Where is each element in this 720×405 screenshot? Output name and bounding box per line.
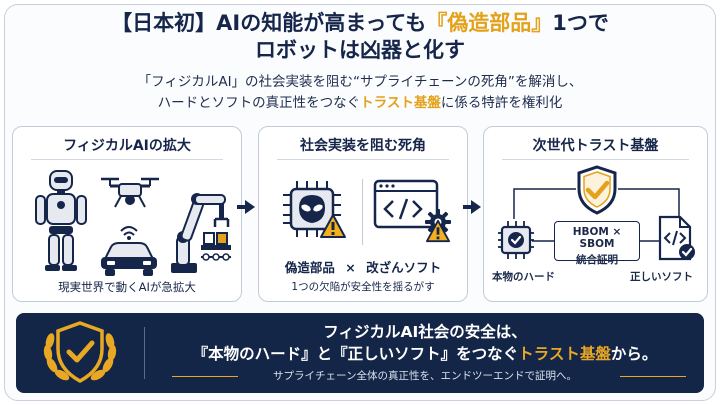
banner-accent-line-right [620,376,686,377]
panel-blind-spot: 社会実装を阻む死角 [258,126,468,302]
shield-check-icon [577,165,617,215]
subtitle-line-2-suffix: に係る特許を権利化 [440,95,563,111]
panel-divider [31,159,223,160]
panel-divider [502,159,689,160]
panel-trust-infra: 次世代トラスト基盤 HBOM × SBOM 統合証明 [483,126,708,302]
banner-line-2: 『本物のハード』と『正しいソフト』をつなぐトラスト基盤から。 [156,342,694,364]
connector-lines-lower [532,240,660,242]
robot-icon [35,170,87,271]
warning-icon [426,219,450,243]
panel-title-blind-spot: 社会実装を阻む死角 [300,138,426,154]
page-title: 【日本初】AIの知能が高まっても『偽造部品』1つで ロボットは凶器と化す [0,10,720,64]
code-window-icon [373,179,439,229]
drone-icon [101,177,159,208]
title-line-1-suffix: 1つで [552,11,609,35]
label-tampered-software: 改ざんソフト [366,260,442,275]
conclusion-banner: フィジカルAI社会の安全は、 『本物のハード』と『正しいソフト』をつなぐトラスト… [16,313,704,393]
label-counterfeit-parts: 偽造部品 [284,260,335,275]
chip-alien-icon [283,181,341,237]
banner-highlight: トラスト基盤 [518,345,611,363]
chip-check-icon [498,221,534,259]
code-file-check-icon [658,215,695,261]
panel-divider [277,159,449,160]
subtitle-line-2: ハードとソフトの真正性をつなぐトラスト基盤に係る特許を権利化 [0,93,720,114]
connector-lines [513,188,680,219]
banner-line-2-prefix: 『本物のハード』と『正しいソフト』をつなぐ [192,345,519,363]
subtitle-highlight: トラスト基盤 [360,95,441,111]
panel-title-trust-infra: 次世代トラスト基盤 [532,138,659,154]
panel-caption-blind-spot: 1つの欠陥が安全性を揺るがす [291,281,435,293]
banner-line-1: フィジカルAI社会の安全は、 [323,323,527,341]
robot-arm-icon [171,193,231,273]
integrated-proof-label: 統合証明 [576,254,618,266]
panel-physical-ai: フィジカルAIの拡大 [12,126,242,302]
title-line-1: 【日本初】AIの知能が高まっても『偽造部品』1つで [0,10,720,37]
arrow-right-icon [237,200,255,214]
title-highlight: 『偽造部品』 [426,11,553,35]
arrow-right-icon [463,200,481,214]
panel-inner-divider [362,179,363,245]
banner-accent-line-left [172,376,238,377]
label-times: × [345,260,356,275]
warning-icon [320,214,346,238]
banner-divider [144,327,145,379]
subtitle-line-1: 「フィジカルAI」の社会実装を阻む“サプライチェーンの死角”を解消し、 [137,74,583,90]
panel-labels-blind-spot: 偽造部品 × 改ざんソフト [259,257,467,276]
banner-line-2-suffix: から。 [610,345,658,363]
subtitle-line-2-prefix: ハードとソフトの真正性をつなぐ [157,95,361,111]
subtitle: 「フィジカルAI」の社会実装を阻む“サプライチェーンの死角”を解消し、 ハードと… [0,72,720,114]
label-genuine-hardware: 本物のハード [492,271,555,283]
panel-title-physical-ai: フィジカルAIの拡大 [63,138,191,154]
title-line-1-prefix: 【日本初】AIの知能が高まっても [111,11,427,35]
label-correct-software: 正しいソフト [630,271,693,283]
car-icon [101,226,157,276]
banner-line-3: サプライチェーン全体の真正性を、エンドツーエンドで証明へ。 [273,370,577,382]
hbom-sbom-label: HBOM × SBOM [572,226,622,250]
laurel-shield-icon [43,321,117,383]
title-line-2: ロボットは凶器と化す [255,38,465,62]
panel-caption-physical-ai: 現実世界で動くAIが急拡大 [58,280,196,294]
hbom-sbom-box: HBOM × SBOM 統合証明 [554,221,640,266]
